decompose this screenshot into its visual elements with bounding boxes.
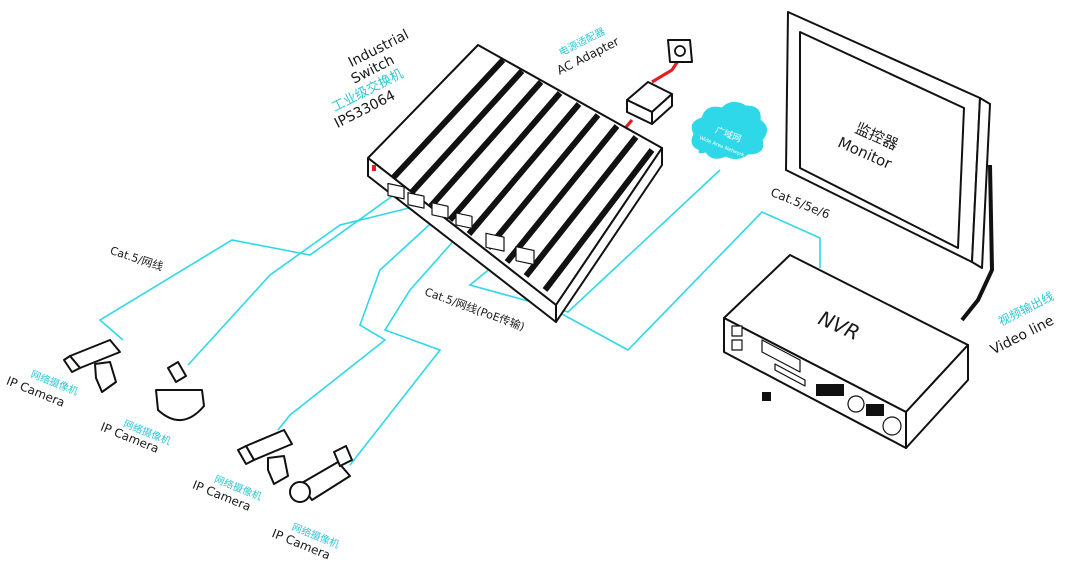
camera-bullet-2 (237, 429, 293, 485)
camera-dome (155, 361, 205, 421)
wan-cloud (691, 102, 767, 160)
camera-label-4: 网络摄像机 IP Camera (270, 520, 341, 562)
cable-camera-3 (277, 214, 441, 431)
camera-bullet-1 (63, 339, 121, 393)
camera-label-2: 网络摄像机 IP Camera (98, 417, 172, 456)
switch-ports (387, 182, 535, 266)
cable-cat5-nvr: Cat.5/5e/6 (769, 185, 832, 221)
cable-label-left: Cat.5/网线 (108, 243, 165, 273)
cable-cat5-poe: Cat.5/网线(PoE传输) (423, 284, 527, 333)
wall-socket (667, 39, 693, 63)
industrial-switch (367, 44, 663, 323)
camera-box (289, 445, 353, 503)
cable-wan (468, 169, 721, 313)
monitor (785, 11, 995, 322)
cable-camera-4 (349, 227, 466, 466)
cable-camera-2 (187, 206, 414, 366)
switch-fins (390, 57, 655, 292)
video-line-label: 视频输出线 Video line (988, 288, 1057, 358)
nvr (723, 254, 969, 449)
cable-camera-1 (98, 191, 399, 341)
power-led (372, 165, 376, 171)
adapter-label: 电源适配器 AC Adapter (555, 25, 622, 78)
cable-label-poe: Cat.5/网线(PoE传输) (423, 284, 527, 333)
camera-label-3: 网络摄像机 IP Camera (190, 472, 263, 513)
cable-label-nvr: Cat.5/5e/6 (769, 185, 832, 221)
nvr-buttons (816, 384, 884, 416)
cable-cat5-left: Cat.5/网线 (108, 243, 165, 273)
ac-adapter (626, 81, 673, 125)
